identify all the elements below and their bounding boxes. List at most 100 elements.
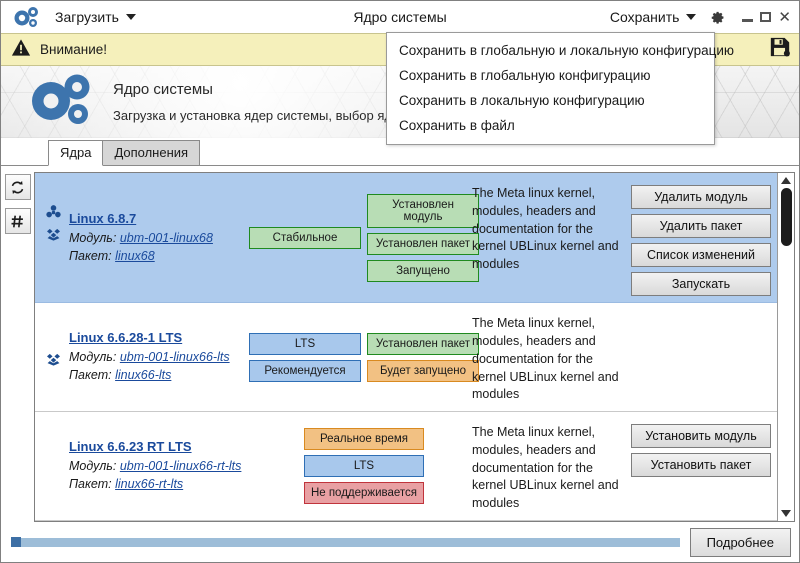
- module-label: Модуль:: [69, 458, 117, 473]
- scroll-up-arrow-icon[interactable]: [781, 177, 791, 184]
- status-badge: Рекомендуется: [249, 359, 361, 382]
- kernel-badges: Стабильное Установлен модуль Установлен …: [249, 183, 479, 292]
- status-badge: Не поддерживается: [303, 482, 425, 505]
- window-controls: ✕: [742, 7, 791, 26]
- status-badge: Установлен пакет: [367, 332, 479, 355]
- menu-item-save-file[interactable]: Сохранить в файл: [399, 118, 515, 133]
- chevron-down-icon: [686, 14, 697, 20]
- kernel-name-link[interactable]: Linux 6.6.28-1 LTS: [69, 330, 183, 346]
- module-label: Модуль:: [69, 230, 117, 245]
- load-menu-button[interactable]: Загрузить: [55, 9, 136, 25]
- badge-column-right: Установлен модуль Установлен пакет Запущ…: [367, 193, 479, 282]
- side-toolbar: [1, 166, 34, 522]
- boot-button[interactable]: Запускать: [631, 272, 771, 296]
- status-badge: LTS: [249, 332, 361, 355]
- status-badge: Установлен модуль: [367, 193, 479, 228]
- status-badge: LTS: [303, 455, 425, 478]
- kernel-row[interactable]: Linux 6.6.23 RT LTS Модуль: ubm-001-linu…: [35, 412, 777, 521]
- scrollbar-track[interactable]: [778, 186, 794, 508]
- save-menu-button[interactable]: Сохранить: [610, 9, 697, 25]
- remove-package-button[interactable]: Удалить пакет: [631, 214, 771, 238]
- chevron-down-icon: [125, 14, 136, 20]
- module-link[interactable]: ubm-001-linux68: [119, 230, 213, 245]
- refresh-icon[interactable]: [4, 174, 31, 200]
- kernel-module-line: Модуль: ubm-001-linux68: [69, 229, 268, 247]
- module-icon: [45, 205, 61, 223]
- module-link[interactable]: ubm-001-linux66-lts: [119, 350, 230, 365]
- kernel-name-link[interactable]: Linux 6.6.23 RT LTS: [69, 438, 192, 454]
- package-link[interactable]: linux66-lts: [115, 368, 172, 383]
- maximize-icon[interactable]: [760, 12, 772, 22]
- content-area: Linux 6.8.7 Модуль: ubm-001-linux68 Паке…: [1, 166, 799, 522]
- kernel-package-line: Пакет: linux66-rt-lts: [69, 475, 268, 493]
- kernel-module-line: Модуль: ubm-001-linux66-lts: [69, 348, 268, 366]
- kernel-name-link[interactable]: Linux 6.8.7: [69, 210, 137, 226]
- kernel-row[interactable]: Linux 6.8.7 Модуль: ubm-001-linux68 Паке…: [35, 173, 777, 304]
- vertical-scrollbar[interactable]: [777, 173, 794, 521]
- kernel-info: Linux 6.6.23 RT LTS Модуль: ubm-001-linu…: [63, 422, 268, 510]
- kernel-package-line: Пакет: linux66-lts: [69, 366, 268, 384]
- slider-track[interactable]: [11, 537, 680, 547]
- warning-triangle-icon: [11, 38, 31, 62]
- scrollbar-thumb[interactable]: [781, 188, 792, 246]
- kernel-list: Linux 6.8.7 Модуль: ubm-001-linux68 Паке…: [34, 172, 795, 522]
- hash-icon[interactable]: [4, 208, 31, 234]
- kernel-row-icons: [43, 313, 63, 401]
- package-icon: [46, 228, 61, 246]
- package-label: Пакет:: [69, 248, 112, 263]
- close-icon[interactable]: ✕: [778, 7, 791, 26]
- package-icon: [46, 353, 61, 371]
- tab-additions[interactable]: Дополнения: [102, 140, 201, 166]
- menu-item-save-global[interactable]: Сохранить в глобальную конфигурацию: [399, 68, 651, 83]
- slider-handle[interactable]: [11, 537, 21, 547]
- badge-column-left: LTS Рекомендуется: [249, 332, 361, 382]
- menu-item-save-global-local[interactable]: Сохранить в глобальную и локальную конфи…: [399, 43, 734, 58]
- package-link[interactable]: linux68: [115, 248, 155, 263]
- minimize-icon[interactable]: [742, 18, 754, 22]
- kernel-info: Linux 6.6.28-1 LTS Модуль: ubm-001-linux…: [63, 313, 268, 401]
- kernel-row[interactable]: Linux 6.6.28-1 LTS Модуль: ubm-001-linux…: [35, 303, 777, 413]
- package-label: Пакет:: [69, 368, 112, 383]
- kernel-module-line: Модуль: ubm-001-linux66-rt-lts: [69, 457, 268, 475]
- remove-module-button[interactable]: Удалить модуль: [631, 185, 771, 209]
- install-package-button[interactable]: Установить пакет: [631, 453, 771, 478]
- kernel-row-icons: [43, 183, 63, 292]
- settings-gear-icon[interactable]: [708, 7, 728, 27]
- menu-item-save-local[interactable]: Сохранить в локальную конфигурацию: [399, 93, 645, 108]
- load-menu-label: Загрузить: [55, 9, 119, 25]
- kernel-description: The Meta linux kernel, modules, headers …: [472, 425, 619, 511]
- kernel-badges: LTS Рекомендуется Установлен пакет Будет…: [249, 313, 479, 401]
- banner-gears-icon: [23, 69, 101, 136]
- kernel-description: The Meta linux kernel, modules, headers …: [472, 316, 619, 402]
- scroll-down-arrow-icon[interactable]: [781, 510, 791, 517]
- kernel-actions: Удалить модуль Удалить пакет Список изме…: [631, 183, 771, 296]
- app-logo-gears-icon: [11, 4, 41, 30]
- progress-slider[interactable]: [11, 537, 680, 547]
- banner-title: Ядро системы: [113, 81, 213, 98]
- title-bar: Загрузить Ядро системы Сохранить ✕: [1, 1, 799, 33]
- save-menu-label: Сохранить: [609, 9, 680, 25]
- install-module-button[interactable]: Установить модуль: [631, 424, 771, 449]
- kernel-description: The Meta linux kernel, modules, headers …: [472, 186, 619, 271]
- details-button[interactable]: Подробнее: [689, 527, 791, 557]
- kernel-package-line: Пакет: linux68: [69, 247, 268, 265]
- status-badge: Запущено: [367, 259, 479, 282]
- kernel-list-inner: Linux 6.8.7 Модуль: ubm-001-linux68 Паке…: [35, 173, 777, 521]
- titlebar-right-group: Сохранить ✕: [610, 7, 793, 27]
- tab-kernels[interactable]: Ядра: [48, 140, 104, 166]
- kernel-actions: [631, 313, 771, 401]
- status-badge: Реальное время: [303, 428, 425, 451]
- module-link[interactable]: ubm-001-linux66-rt-lts: [119, 458, 242, 473]
- kernel-info: Linux 6.8.7 Модуль: ubm-001-linux68 Паке…: [63, 183, 268, 292]
- badge-column-left: Стабильное: [249, 226, 361, 249]
- badge-column-left: Реальное время LTS Не поддерживается: [303, 428, 425, 505]
- status-badge: Стабильное: [249, 226, 361, 249]
- footer-bar: Подробнее: [1, 522, 799, 562]
- badge-column-right: Установлен пакет Будет запущено: [367, 332, 479, 382]
- changelog-button[interactable]: Список изменений: [631, 243, 771, 267]
- package-link[interactable]: linux66-rt-lts: [115, 477, 184, 492]
- package-label: Пакет:: [69, 477, 112, 492]
- kernel-actions: Установить модуль Установить пакет: [631, 422, 771, 510]
- floppy-save-icon[interactable]: [769, 36, 791, 63]
